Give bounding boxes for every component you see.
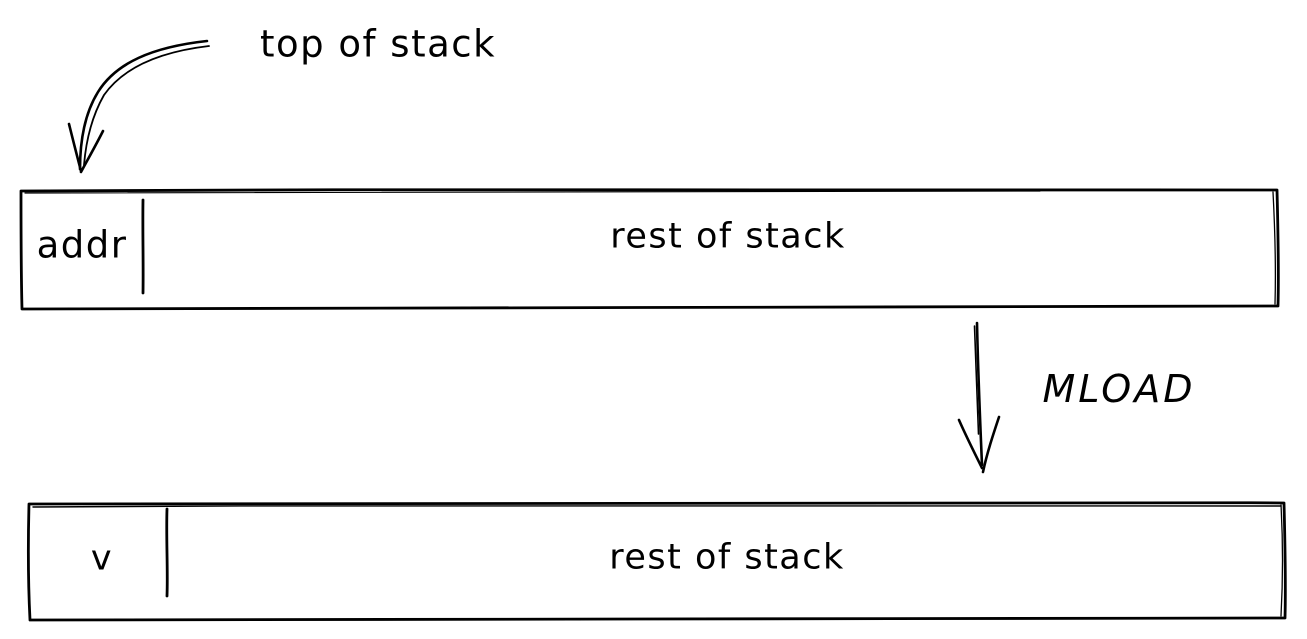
stack-after-rest-label: rest of stack (609, 537, 845, 578)
stack-before-rest-label: rest of stack (610, 216, 846, 257)
mload-operation-label: MLOAD (1042, 367, 1196, 411)
stack-after-divider (165, 507, 169, 598)
top-of-stack-label: top of stack (259, 22, 497, 66)
stack-after-top-item: v (90, 538, 114, 579)
mload-arrow (957, 321, 1001, 474)
stack-before-top-item: addr (36, 223, 128, 267)
top-of-stack-arrow (67, 39, 210, 174)
